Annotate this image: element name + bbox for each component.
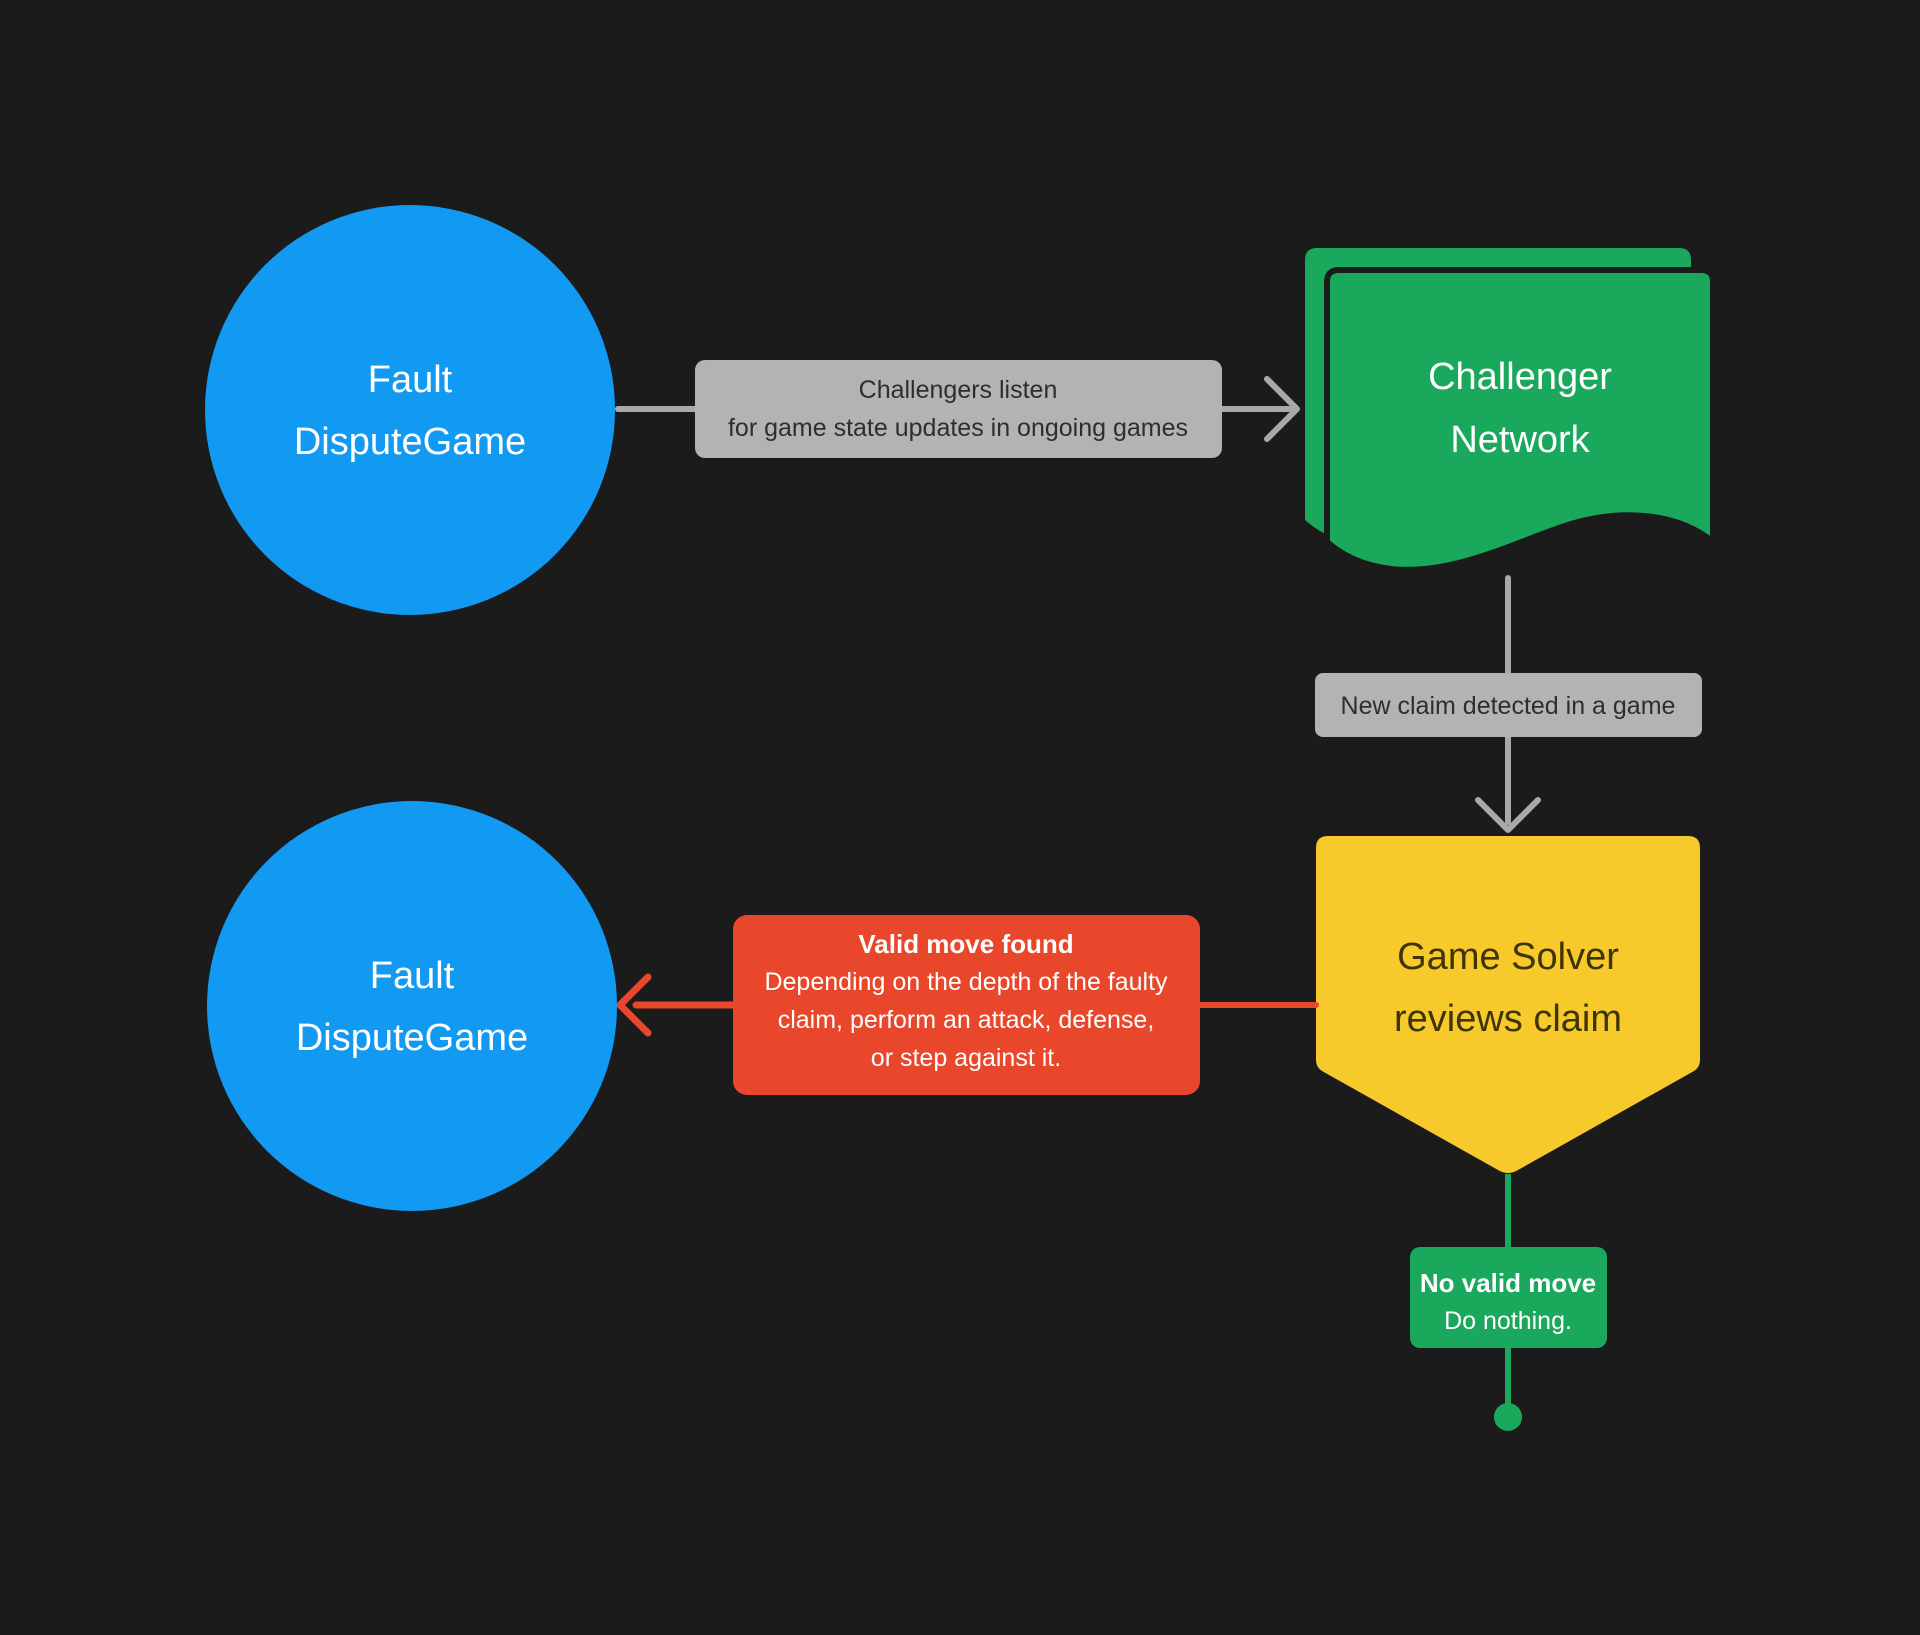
new-claim-label: New claim detected in a game [1315, 673, 1702, 737]
fault-disputegame-top-label-line2: DisputeGame [294, 421, 526, 463]
game-solver-node: Game Solver reviews claim [1316, 836, 1700, 1173]
no-valid-move-title: No valid move [1420, 1268, 1596, 1298]
fault-disputegame-bottom-node: Fault DisputeGame [207, 801, 617, 1211]
new-claim-label-box [1315, 673, 1702, 737]
challenger-network-document-front [1324, 267, 1716, 573]
fault-disputegame-bottom-label-line1: Fault [370, 955, 455, 997]
new-claim-label-text: New claim detected in a game [1341, 692, 1676, 720]
game-solver-label-line1: Game Solver [1397, 936, 1619, 978]
valid-move-callout: Valid move found Depending on the depth … [733, 915, 1200, 1095]
challenger-network-label-line2: Network [1450, 419, 1590, 461]
challenger-network-node: Challenger Network [1305, 248, 1716, 573]
fault-disputegame-bottom-circle [207, 801, 617, 1211]
valid-move-line1: Depending on the depth of the faulty [764, 968, 1168, 996]
arrow-down-icon [1475, 797, 1541, 833]
challengers-listen-label: Challengers listen for game state update… [695, 360, 1222, 458]
game-solver-label-line2: reviews claim [1394, 998, 1622, 1040]
fault-disputegame-top-circle [205, 205, 615, 615]
valid-move-line3: or step against it. [871, 1044, 1061, 1072]
no-valid-move-box [1410, 1247, 1607, 1348]
valid-move-callout-box [733, 915, 1200, 1095]
fault-disputegame-top-node: Fault DisputeGame [205, 205, 615, 615]
fault-disputegame-top-label-line1: Fault [368, 359, 453, 401]
arrow-left-icon [616, 973, 652, 1037]
challenger-network-label-line1: Challenger [1428, 356, 1612, 398]
no-valid-move-line1: Do nothing. [1444, 1307, 1572, 1335]
game-solver-shape [1316, 836, 1700, 1173]
challengers-listen-label-line1: Challengers listen [859, 376, 1058, 404]
no-valid-move-terminal-dot [1494, 1403, 1522, 1431]
valid-move-line2: claim, perform an attack, defense, [778, 1006, 1155, 1034]
connector-valid-move [616, 973, 1319, 1037]
valid-move-title: Valid move found [858, 929, 1073, 959]
arrow-right-icon [1264, 376, 1300, 442]
no-valid-move-flow: No valid move Do nothing. [1410, 1174, 1607, 1431]
challengers-listen-label-box [695, 360, 1222, 458]
challengers-listen-label-line2: for game state updates in ongoing games [728, 414, 1188, 442]
fault-disputegame-bottom-label-line2: DisputeGame [296, 1017, 528, 1059]
